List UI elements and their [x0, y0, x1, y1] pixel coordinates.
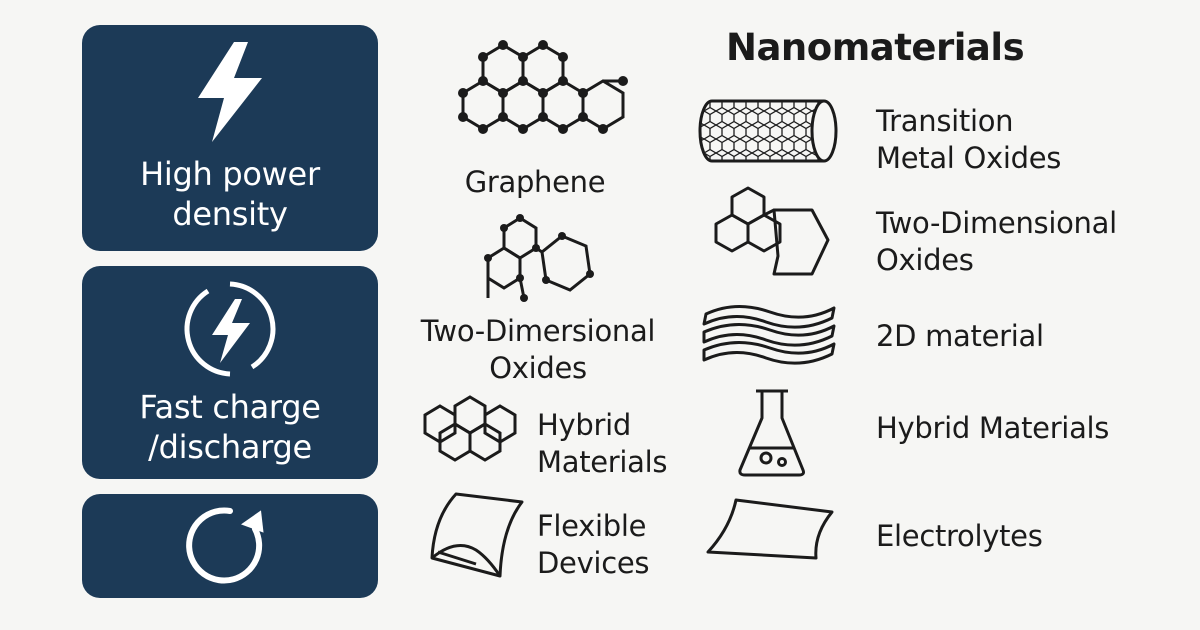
- benefit-card-high-power-density: High power density: [82, 25, 378, 251]
- stacked-layers-icon: [702, 304, 836, 365]
- benefit-label: Fast charge /discharge: [139, 387, 321, 466]
- item-label-electrolytes: Electrolytes: [876, 519, 1043, 553]
- item-label-transition-metal-oxides: Transition Metal Oxides: [876, 104, 1062, 175]
- item-label-2d-material: 2D material: [876, 319, 1044, 353]
- item-label-two-dimensional-oxides: Two-Dimensional Oxides: [876, 206, 1117, 277]
- item-label-two-dimersional-oxides: Two-Dimersional Oxides: [420, 314, 656, 385]
- refresh-cycle-icon: [186, 507, 264, 584]
- benefit-card-cycle: [82, 494, 378, 598]
- flexible-sheet-icon: [430, 492, 524, 578]
- item-label-graphene: Graphene: [464, 165, 606, 199]
- benefit-card-fast-charge: Fast charge /discharge: [82, 266, 378, 479]
- circular-lightning-icon: [184, 281, 276, 376]
- hexagon-cluster-icon: [423, 395, 517, 462]
- lightning-bolt-icon: [198, 42, 262, 142]
- flask-icon: [738, 389, 805, 477]
- graphene-lattice-icon: [458, 40, 628, 134]
- item-label-hybrid-materials-right: Hybrid Materials: [876, 411, 1110, 445]
- page-title: Nanomaterials: [726, 26, 1025, 69]
- item-label-flexible-devices: Flexible Devices: [537, 509, 650, 580]
- item-label-hybrid-materials: Hybrid Materials: [537, 408, 668, 479]
- benefit-label: High power density: [140, 155, 320, 233]
- overlapping-hexagons-icon: [714, 186, 830, 276]
- nanotube-icon: [698, 99, 838, 163]
- film-sheet-icon: [706, 498, 834, 560]
- hexagon-network-icon: [484, 214, 594, 302]
